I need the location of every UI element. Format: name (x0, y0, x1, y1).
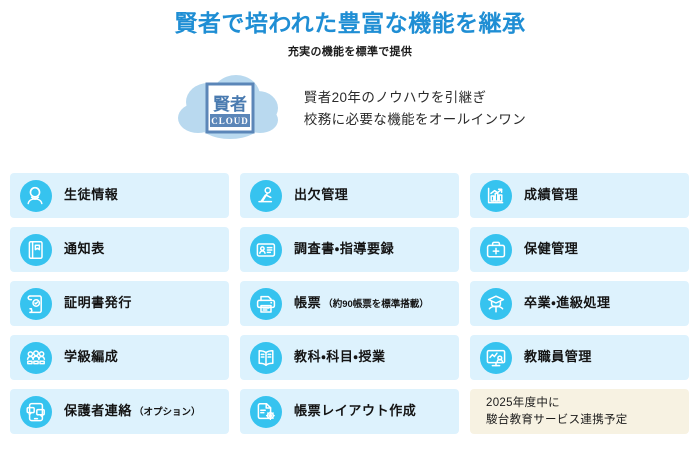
feature-card-label: 調査書・指導要録 (294, 240, 396, 260)
feature-label-main: 学級編成 (64, 348, 119, 364)
feature-card[interactable]: 教職員管理 (470, 335, 689, 380)
feature-label-main: 出欠管理 (294, 186, 349, 202)
feature-card-label: 出欠管理 (294, 186, 350, 206)
feature-card[interactable]: 出欠管理 (240, 173, 459, 218)
feature-grid: 生徒情報 出欠管理 成績管理 通知表 (10, 173, 690, 434)
feature-card[interactable]: 卒業・進級処理 (470, 281, 689, 326)
feature-card[interactable]: 保護者連絡（オプション） (10, 389, 229, 434)
feature-label-main: 調査書・指導要録 (294, 240, 395, 256)
feature-label-main: 帳票レイアウト作成 (294, 402, 417, 418)
health-kit-icon (480, 233, 512, 266)
intro-lead-line-2: 校務に必要な機能をオールインワン (303, 112, 527, 127)
printer-form-icon (250, 287, 282, 320)
partnership-note-line-2: 駿台教育サービス連携予定 (486, 413, 628, 426)
feature-card-label: 帳票（約90帳票を標準搭載） (294, 294, 429, 314)
feature-card[interactable]: 学級編成 (10, 335, 229, 380)
feature-label-main: 帳票 (294, 294, 322, 310)
feature-card[interactable]: 通知表 (10, 227, 229, 272)
feature-card-label: 卒業・進級処理 (524, 294, 613, 314)
feature-label-main: 教職員管理 (524, 348, 593, 364)
feature-label-main: 成績管理 (524, 186, 579, 202)
form-layout-icon (250, 395, 282, 428)
partnership-note-card: 2025年度中に 駿台教育サービス連携予定 (470, 389, 689, 434)
student-info-icon (20, 179, 52, 212)
feature-card[interactable]: 帳票（約90帳票を標準搭載） (240, 281, 459, 326)
feature-card-label: 帳票レイアウト作成 (294, 402, 418, 422)
feature-card[interactable]: 帳票レイアウト作成 (240, 389, 459, 434)
report-card-icon (20, 233, 52, 266)
certificate-icon (20, 287, 52, 320)
feature-label-note: （約90帳票を標準搭載） (323, 298, 429, 310)
intro-lead-line-1: 賢者20年のノウハウを引継ぎ (303, 90, 487, 105)
kenja-cloud-logo: 賢者 CLOUD (174, 72, 286, 146)
feature-card-label: 通知表 (64, 240, 107, 260)
feature-card-label: 証明書発行 (64, 294, 134, 314)
intro-lead-text: 賢者20年のノウハウを引継ぎ 校務に必要な機能をオールインワン (304, 87, 526, 131)
feature-card[interactable]: 教科・科目・授業 (240, 335, 459, 380)
feature-card[interactable]: 証明書発行 (10, 281, 229, 326)
page-header: 賢者で培われた豊富な機能を継承 充実の機能を標準で提供 (0, 0, 700, 60)
page-title: 賢者で培われた豊富な機能を継承 (174, 10, 526, 36)
feature-label-main: 生徒情報 (64, 186, 119, 202)
feature-label-main: 保健管理 (524, 240, 579, 256)
feature-card-label: 学級編成 (64, 348, 120, 368)
feature-card-label: 保健管理 (524, 240, 580, 260)
grade-chart-icon (480, 179, 512, 212)
feature-card[interactable]: 保健管理 (470, 227, 689, 272)
logo-brand-text: 賢者 (213, 94, 247, 115)
attendance-icon (250, 179, 282, 212)
partnership-note-text: 2025年度中に 駿台教育サービス連携予定 (486, 395, 628, 429)
feature-card[interactable]: 成績管理 (470, 173, 689, 218)
feature-card[interactable]: 調査書・指導要録 (240, 227, 459, 272)
graduation-cap-icon (480, 287, 512, 320)
feature-card-label: 教科・科目・授業 (294, 348, 388, 368)
parent-contact-icon (20, 395, 52, 428)
logo-product-text: CLOUD (211, 116, 249, 126)
feature-label-note: （オプション） (134, 406, 201, 418)
feature-label-main: 卒業・進級処理 (524, 294, 611, 310)
cloud-icon: 賢者 CLOUD (177, 75, 278, 139)
open-book-icon (250, 341, 282, 374)
feature-label-main: 証明書発行 (64, 294, 133, 310)
feature-card-label: 成績管理 (524, 186, 580, 206)
feature-label-main: 通知表 (64, 240, 105, 256)
feature-label-main: 教科・科目・授業 (294, 348, 386, 364)
feature-card-label: 生徒情報 (64, 186, 120, 206)
page-subtitle: 充実の機能を標準で提供 (287, 46, 413, 58)
feature-card[interactable]: 生徒情報 (10, 173, 229, 218)
record-card-icon (250, 233, 282, 266)
feature-card-label: 保護者連絡（オプション） (64, 402, 201, 422)
feature-label-main: 保護者連絡 (64, 402, 133, 418)
partnership-note-line-1: 2025年度中に (486, 396, 560, 409)
teacher-board-icon (480, 341, 512, 374)
intro-section: 賢者 CLOUD 賢者20年のノウハウを引継ぎ 校務に必要な機能をオールインワン (0, 72, 700, 146)
feature-card-label: 教職員管理 (524, 348, 594, 368)
class-organization-icon (20, 341, 52, 374)
